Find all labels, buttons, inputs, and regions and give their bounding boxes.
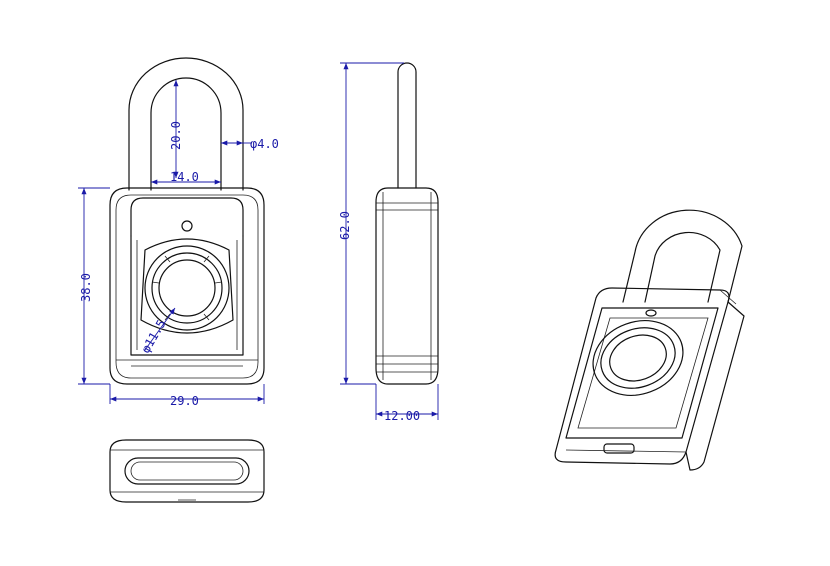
iso-shackle bbox=[622, 209, 743, 303]
front-shackle bbox=[128, 57, 244, 191]
dim-label-total-height: 62.0 bbox=[338, 211, 352, 240]
dim-label-shackle-width: 14.0 bbox=[170, 170, 199, 184]
dim-label-sensor-diameter: φ11.5 bbox=[138, 317, 168, 355]
dim-body-width: 29.0 bbox=[109, 384, 265, 408]
dim-body-height: 38.0 bbox=[78, 187, 110, 385]
dim-label-body-width: 29.0 bbox=[170, 394, 199, 408]
dim-total-height: 62.0 bbox=[338, 62, 404, 385]
dim-sensor-diameter: φ11.5 bbox=[138, 307, 176, 356]
dim-thickness: 12.00 bbox=[375, 384, 439, 423]
front-view: 20.0 φ4.0 14.0 38.0 29.0 bbox=[78, 57, 279, 408]
side-shackle bbox=[397, 62, 417, 189]
front-body bbox=[109, 187, 265, 385]
usb-port-icon bbox=[603, 443, 635, 454]
bottom-view bbox=[109, 439, 265, 503]
isometric-view bbox=[554, 209, 745, 471]
dim-label-body-height: 38.0 bbox=[79, 273, 93, 302]
fingerprint-sensor bbox=[140, 238, 234, 334]
dim-label-shackle-diameter: φ4.0 bbox=[250, 137, 279, 151]
iso-fingerprint-sensor bbox=[592, 320, 684, 396]
iso-keyhole-icon bbox=[645, 309, 657, 317]
dim-label-thickness: 12.00 bbox=[384, 409, 420, 423]
dim-shackle-width: 14.0 bbox=[151, 170, 221, 185]
side-view: 62.0 12.00 bbox=[338, 62, 439, 423]
dim-shackle-height: 20.0 bbox=[169, 80, 183, 178]
dim-label-shackle-height: 20.0 bbox=[169, 121, 183, 150]
dim-shackle-diameter: φ4.0 bbox=[221, 137, 279, 151]
keyhole-icon bbox=[181, 220, 193, 232]
